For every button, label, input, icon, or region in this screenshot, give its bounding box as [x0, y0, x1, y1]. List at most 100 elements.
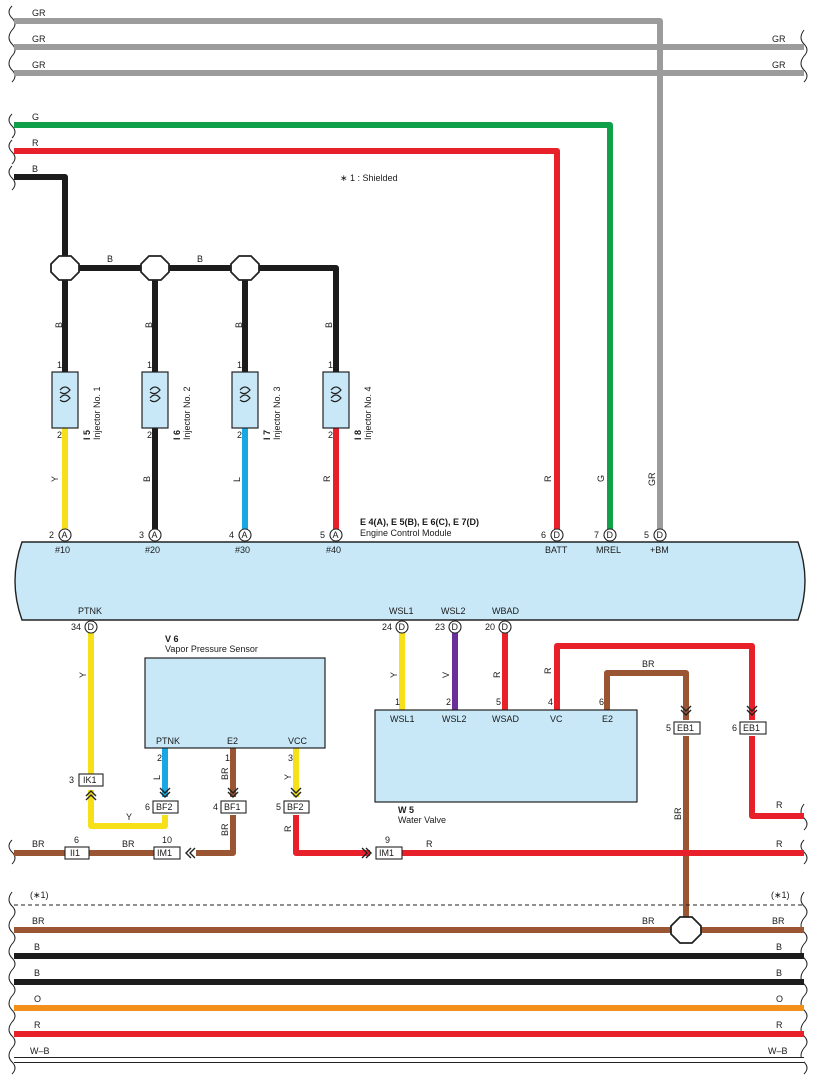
- junction-2: [140, 255, 170, 281]
- svg-text:1: 1: [237, 360, 242, 370]
- injector-3: 1 2 I 7 Injector No. 3: [231, 360, 282, 440]
- wire-gr-1: [14, 18, 663, 534]
- label-gr-3r: GR: [772, 60, 786, 70]
- wire-r-vc: [554, 643, 755, 720]
- svg-text:BF1: BF1: [224, 802, 241, 812]
- svg-text:IK1: IK1: [83, 775, 97, 785]
- svg-text:6: 6: [599, 697, 604, 707]
- svg-text:WSAD: WSAD: [492, 714, 520, 724]
- svg-text:Y: Y: [50, 476, 60, 482]
- pin-n10: #10: [55, 545, 70, 555]
- water-valve-id: W 5: [398, 805, 414, 815]
- svg-text:5: 5: [666, 723, 671, 733]
- svg-text:(∗1): (∗1): [771, 890, 790, 900]
- injector-2-name: Injector No. 2: [182, 386, 192, 440]
- ecm-block: [14, 541, 806, 621]
- svg-text:6: 6: [74, 835, 79, 845]
- svg-text:BR: BR: [32, 839, 45, 849]
- label-g-top: G: [32, 112, 39, 122]
- svg-text:34: 34: [71, 622, 81, 632]
- pin-bm: +BM: [650, 545, 669, 555]
- svg-text:4: 4: [213, 802, 218, 812]
- wire-g-mrel: [14, 122, 613, 534]
- junction-br-bus: [670, 916, 702, 944]
- svg-text:1: 1: [328, 360, 333, 370]
- wire-y-ik1-bf2: [88, 790, 168, 829]
- svg-text:A: A: [152, 530, 158, 540]
- label-b-bus-2: B: [197, 254, 203, 264]
- label-r-top: R: [32, 138, 39, 148]
- svg-text:BR: BR: [220, 823, 230, 836]
- svg-text:24: 24: [382, 622, 392, 632]
- left-break-marks: [8, 5, 16, 1075]
- svg-text:1: 1: [57, 360, 62, 370]
- svg-text:R: R: [34, 1020, 41, 1030]
- svg-text:BF2: BF2: [287, 802, 304, 812]
- svg-text:W–B: W–B: [768, 1046, 788, 1056]
- svg-text:R: R: [776, 839, 783, 849]
- svg-text:B: B: [776, 942, 782, 952]
- injector-1: 1 2 I 5 Injector No. 1: [51, 360, 102, 440]
- svg-text:D: D: [452, 622, 459, 632]
- svg-text:D: D: [554, 530, 561, 540]
- vapor-sensor-name: Vapor Pressure Sensor: [165, 644, 258, 654]
- svg-text:B: B: [34, 968, 40, 978]
- injector-4-name: Injector No. 4: [363, 386, 373, 440]
- svg-text:IM1: IM1: [157, 848, 172, 858]
- svg-text:WSL1: WSL1: [390, 714, 415, 724]
- svg-text:1: 1: [147, 360, 152, 370]
- svg-text:R: R: [322, 475, 332, 482]
- svg-text:R: R: [543, 475, 553, 482]
- wire-r-batt: [14, 148, 560, 534]
- svg-text:2: 2: [157, 753, 162, 763]
- svg-text:L: L: [232, 477, 242, 482]
- svg-text:Y: Y: [283, 774, 293, 780]
- injector-1-id: I 5: [82, 430, 92, 440]
- wire-r-bf2-im1: [293, 815, 370, 856]
- wire-br-bf1-im1: [196, 815, 236, 856]
- water-valve-name: Water Valve: [398, 815, 446, 825]
- injector-branch-wires: B B B B: [54, 268, 334, 372]
- svg-text:5: 5: [320, 530, 325, 540]
- pin-ptnk: PTNK: [78, 606, 102, 616]
- svg-text:GR: GR: [647, 472, 657, 486]
- svg-text:6: 6: [541, 530, 546, 540]
- svg-text:Y: Y: [389, 672, 399, 678]
- svg-text:D: D: [657, 530, 664, 540]
- label-gr-1: GR: [32, 8, 46, 18]
- svg-text:E2: E2: [227, 736, 238, 746]
- svg-text:V: V: [441, 672, 451, 678]
- svg-text:R: R: [776, 800, 783, 810]
- injector-3-id: I 7: [262, 430, 272, 440]
- svg-text:1: 1: [225, 753, 230, 763]
- label-gr-2: GR: [32, 34, 46, 44]
- svg-text:5: 5: [496, 697, 501, 707]
- ecm-name: Engine Control Module: [360, 528, 452, 538]
- svg-text:A: A: [333, 530, 339, 540]
- svg-text:VCC: VCC: [288, 736, 308, 746]
- svg-text:D: D: [88, 622, 95, 632]
- injector-2: 1 2 I 6 Injector No. 2: [141, 360, 192, 440]
- svg-text:W–B: W–B: [30, 1046, 50, 1056]
- svg-text:A: A: [62, 530, 68, 540]
- svg-text:B: B: [324, 322, 334, 328]
- pin-mrel: MREL: [596, 545, 621, 555]
- svg-text:BF2: BF2: [156, 802, 173, 812]
- pin-n20: #20: [145, 545, 160, 555]
- connector-tags: IK1 3 BF2 6 BF1 4 BF2 5 II1 6 IM1 10 IM1…: [64, 705, 767, 860]
- svg-text:3: 3: [139, 530, 144, 540]
- injector-output-wires: Y B L R R G GR: [50, 428, 657, 534]
- svg-text:D: D: [502, 622, 509, 632]
- injector-1-name: Injector No. 1: [92, 386, 102, 440]
- svg-text:5: 5: [644, 530, 649, 540]
- pin-wsl1: WSL1: [389, 606, 414, 616]
- svg-text:II1: II1: [70, 848, 80, 858]
- pin-wsl2: WSL2: [441, 606, 466, 616]
- svg-text:BR: BR: [642, 916, 655, 926]
- svg-text:EB1: EB1: [743, 723, 760, 733]
- svg-text:B: B: [776, 968, 782, 978]
- svg-text:BR: BR: [772, 916, 785, 926]
- right-break-marks: [800, 29, 808, 1075]
- svg-text:R: R: [283, 825, 293, 832]
